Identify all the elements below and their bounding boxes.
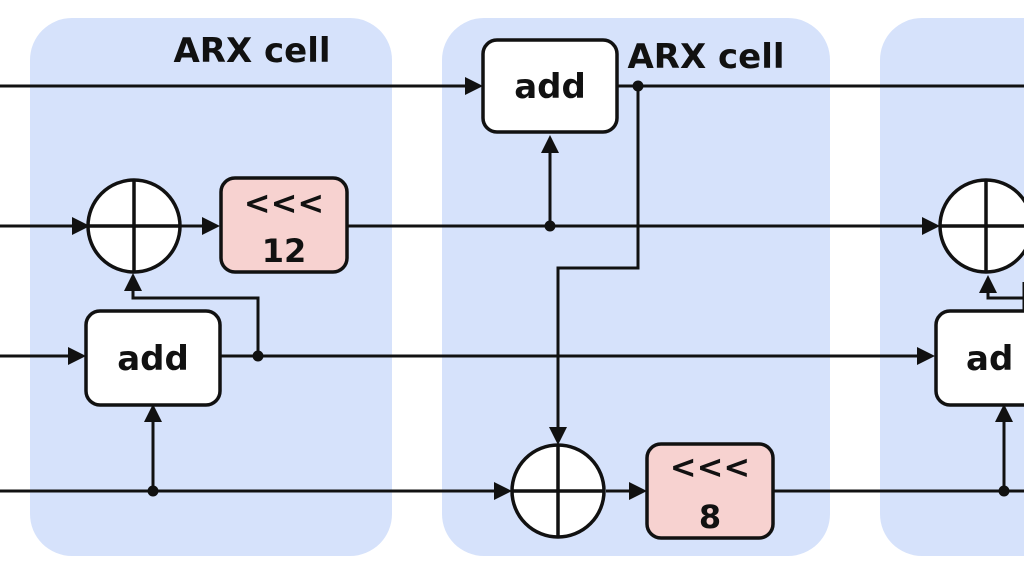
xor-node-cell2	[510, 443, 606, 539]
junction-dot	[544, 220, 556, 232]
cell-2-title: ARX cell	[627, 37, 784, 77]
rotate-12-amount: 12	[262, 232, 307, 270]
junction-dot	[147, 485, 159, 497]
rotate-12-box	[219, 176, 349, 274]
junction-dot	[252, 350, 264, 362]
rotate-8-box	[645, 442, 775, 540]
arx-cell-2-background	[442, 18, 830, 556]
junction-dot	[632, 80, 644, 92]
wire-cell3-feedback	[979, 275, 1024, 300]
xor-node-cell3	[938, 178, 1024, 274]
add-box-cell3-label: ad	[966, 339, 1013, 379]
wire-add-top-to-xor2	[549, 86, 640, 445]
junction-dot	[998, 485, 1010, 497]
rotate-8-symbol: <<<	[670, 448, 750, 486]
add-box-cell1-label: add	[117, 339, 189, 379]
add-box-top-label: add	[514, 67, 586, 107]
add-box-top	[481, 38, 619, 134]
wire-feedback-to-xor1	[124, 273, 260, 356]
add-box-cell3	[934, 309, 1024, 407]
arx-cell-1-background	[30, 18, 392, 556]
xor-node-cell1	[86, 178, 182, 274]
add-box-cell1	[84, 309, 222, 407]
arx-cell-3-background	[880, 18, 1024, 556]
cell-1-title: ARX cell	[173, 31, 330, 71]
rotate-8-amount: 8	[699, 498, 721, 536]
rotate-12-symbol: <<<	[244, 184, 324, 222]
